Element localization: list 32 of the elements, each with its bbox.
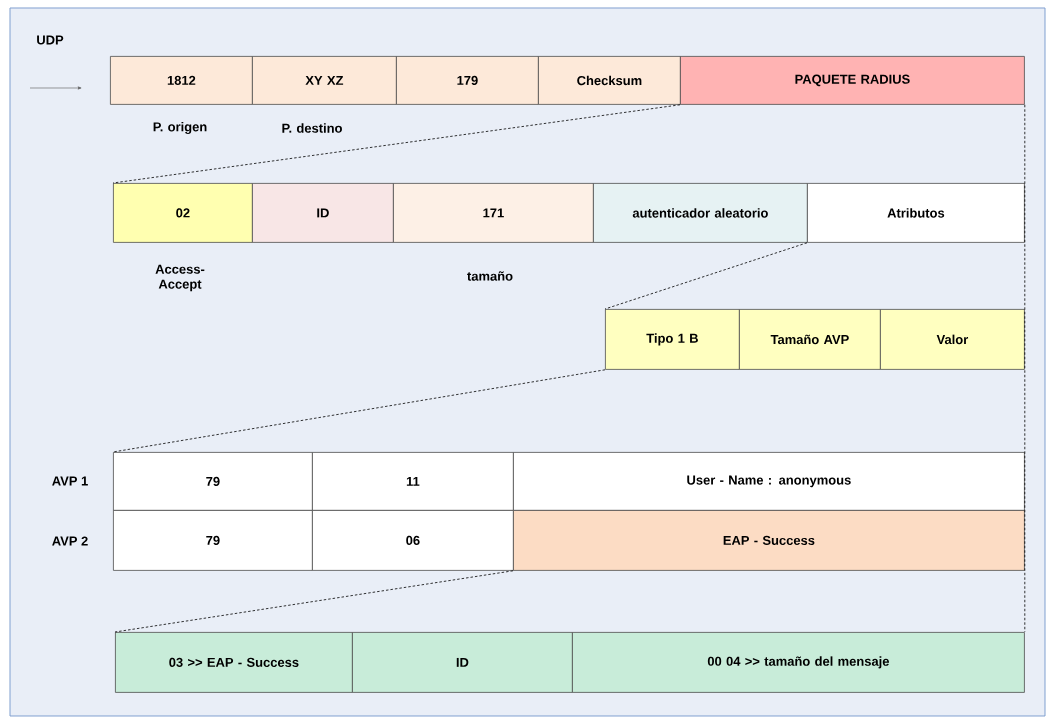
field-cell: autenticador aleatorio xyxy=(593,183,808,243)
leader-line xyxy=(112,369,606,453)
field-cell: 11 xyxy=(312,452,514,511)
field-cell: EAP - Success xyxy=(513,510,1025,571)
field-cell: PAQUETE RADIUS xyxy=(680,56,1025,105)
field-cell: Checksum xyxy=(538,56,681,105)
row-label: UDP xyxy=(37,35,64,45)
field-cell: 79 xyxy=(113,452,313,511)
field-cell: 179 xyxy=(396,56,539,105)
field-caption: tamaño xyxy=(467,271,513,281)
field-cell: 171 xyxy=(393,183,594,243)
field-cell: 02 xyxy=(113,183,253,243)
field-cell: XY XZ xyxy=(252,56,397,105)
field-cell: 1812 xyxy=(110,56,253,105)
field-caption: Access- Accept xyxy=(155,264,205,292)
field-cell: Tipo 1 B xyxy=(605,309,740,370)
row-label: AVP 1 xyxy=(52,476,88,486)
field-cell: Valor xyxy=(880,309,1025,370)
leader-line xyxy=(112,104,681,184)
field-cell: ID xyxy=(252,183,394,243)
field-cell: 79 xyxy=(113,510,313,571)
field-cell: 06 xyxy=(312,510,514,571)
field-caption: P. origen xyxy=(153,121,207,135)
field-caption: P. destino xyxy=(282,123,342,133)
leader-line xyxy=(1024,104,1026,633)
field-cell: Tamaño AVP xyxy=(739,309,881,370)
field-cell: Atributos xyxy=(807,183,1025,243)
field-cell: 03 >> EAP - Success xyxy=(115,632,353,693)
field-cell: ID xyxy=(352,632,573,693)
leader-line xyxy=(114,570,514,633)
leader-line xyxy=(604,242,808,310)
row-label: AVP 2 xyxy=(52,536,88,546)
